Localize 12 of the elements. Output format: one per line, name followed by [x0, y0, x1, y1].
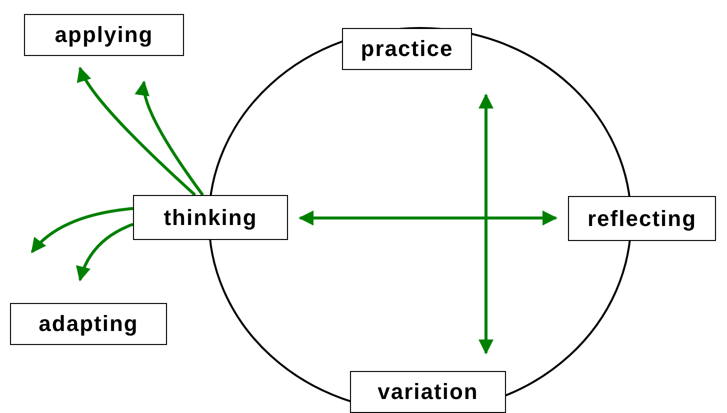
- arrow: [136, 80, 204, 196]
- arrow: [76, 222, 134, 282]
- arrow: [478, 94, 494, 354]
- concept-box: adapting: [10, 303, 167, 345]
- concept-box: thinking: [133, 195, 288, 240]
- concept-box: applying: [24, 14, 184, 56]
- concept-box: reflecting: [568, 196, 716, 241]
- concept-box: variation: [350, 371, 506, 413]
- arrow: [30, 207, 134, 254]
- arrow: [78, 66, 196, 196]
- concept-box: practice: [342, 28, 472, 70]
- arrow: [298, 210, 558, 226]
